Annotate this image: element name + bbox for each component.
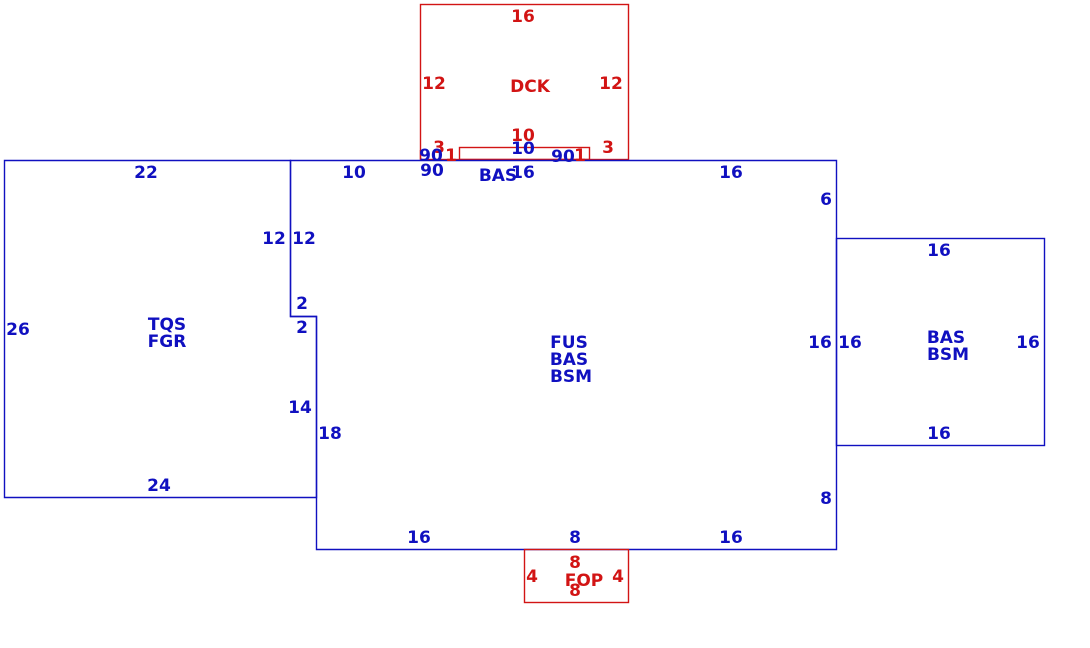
dim-dck-small-right: 1	[574, 146, 586, 166]
dim-main-bottom-mid: 8	[569, 528, 581, 548]
dim-main-bottom-right: 16	[719, 528, 743, 548]
dim-garage-right-upper: 12	[262, 229, 286, 249]
east-wing-outline	[835, 237, 1046, 447]
front-porch-outline	[523, 548, 630, 604]
dim-fop-left: 4	[526, 567, 538, 587]
dim-main-left-upper: 12	[292, 229, 316, 249]
area-label-main-bsm: BSM	[550, 367, 592, 387]
dim-fop-right: 4	[612, 567, 624, 587]
area-label-east-bsm: BSM	[927, 345, 969, 365]
dim-bay-angle-left-top: 90	[419, 146, 443, 166]
garage-outline	[3, 159, 318, 499]
dim-main-jog-inner: 2	[296, 294, 308, 314]
dim-east-top: 16	[927, 241, 951, 261]
dim-garage-left: 26	[6, 320, 30, 340]
dim-dck-step-right: 3	[602, 138, 614, 158]
dim-bay-angle-left: 90	[420, 161, 444, 181]
dim-dck-inner: 10	[511, 126, 535, 146]
dim-garage-right-lower: 14	[288, 398, 312, 418]
dim-east-left: 16	[838, 333, 862, 353]
bay-cutout-outline	[458, 146, 591, 161]
dim-fop-top: 8	[569, 553, 581, 573]
area-label-main-bas: BAS	[550, 350, 588, 370]
dim-dck-top: 16	[511, 7, 535, 27]
dim-east-bottom: 16	[927, 424, 951, 444]
dim-bay-top: 10	[511, 139, 535, 159]
dim-main-right-upper: 6	[820, 190, 832, 210]
dim-dck-small-left: 1	[445, 146, 457, 166]
dim-dck-left: 12	[422, 74, 446, 94]
dim-garage-jog: 2	[296, 318, 308, 338]
dim-main-right-lower: 8	[820, 489, 832, 509]
dim-bay-width: 16	[511, 163, 535, 183]
dim-fop-bottom: 8	[569, 581, 581, 601]
area-label-fop: FOP	[565, 571, 604, 591]
dim-main-top-left: 10	[342, 163, 366, 183]
area-label-main-fus: FUS	[550, 333, 588, 353]
area-label-dck: DCK	[510, 77, 551, 97]
dim-dck-right: 12	[599, 74, 623, 94]
area-label-garage-fgr: FGR	[148, 332, 187, 352]
dim-garage-bottom: 24	[147, 476, 171, 496]
dim-dck-step-left: 3	[433, 138, 445, 158]
dim-main-top-right: 16	[719, 163, 743, 183]
dim-bay-angle-right: 90	[551, 147, 575, 167]
dim-garage-top: 22	[134, 163, 158, 183]
area-label-bay-bas: BAS	[479, 166, 517, 186]
dim-main-bottom-left: 16	[407, 528, 431, 548]
dim-main-right-mid: 16	[808, 333, 832, 353]
area-label-east-bas: BAS	[927, 328, 965, 348]
area-label-garage-tqs: TQS	[148, 315, 186, 335]
dim-main-left-lower: 18	[318, 424, 342, 444]
dim-east-right: 16	[1016, 333, 1040, 353]
